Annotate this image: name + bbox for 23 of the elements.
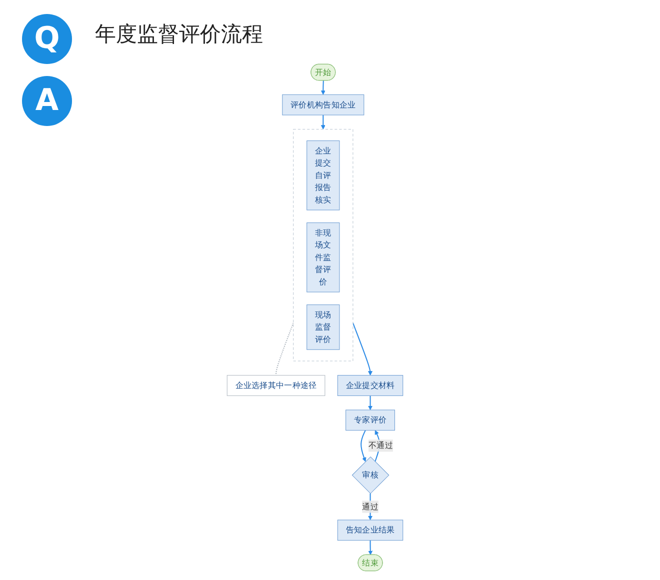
- node-box: 现场监督评价: [306, 304, 340, 350]
- connector: [276, 322, 294, 376]
- node-box: 非现场文件监督评价: [306, 222, 340, 292]
- arrow: [368, 396, 372, 410]
- node-diamond: 审核: [352, 456, 390, 494]
- node-box: 专家评价: [346, 410, 395, 431]
- letter-badge: A: [22, 76, 72, 126]
- node-box: 企业提交材料: [337, 375, 404, 396]
- edge-label: 通过: [362, 502, 378, 512]
- arrow: [320, 115, 326, 130]
- arrow: [320, 80, 326, 95]
- node-box: 企业提交自评报告核实: [306, 140, 340, 210]
- edge-label: 不通过: [368, 440, 393, 450]
- node-box: 告知企业结果: [337, 520, 404, 541]
- letter-badge: Q: [22, 14, 72, 64]
- arrow: [368, 540, 373, 556]
- arrow: [360, 430, 366, 462]
- title: 年度监督评价流程: [95, 21, 263, 48]
- node-box: 企业选择其中一种途径: [226, 375, 326, 396]
- arrow: [368, 494, 372, 520]
- cluster: [293, 129, 354, 362]
- arrow: [352, 322, 372, 376]
- node-box: 评价机构告知企业: [282, 94, 364, 116]
